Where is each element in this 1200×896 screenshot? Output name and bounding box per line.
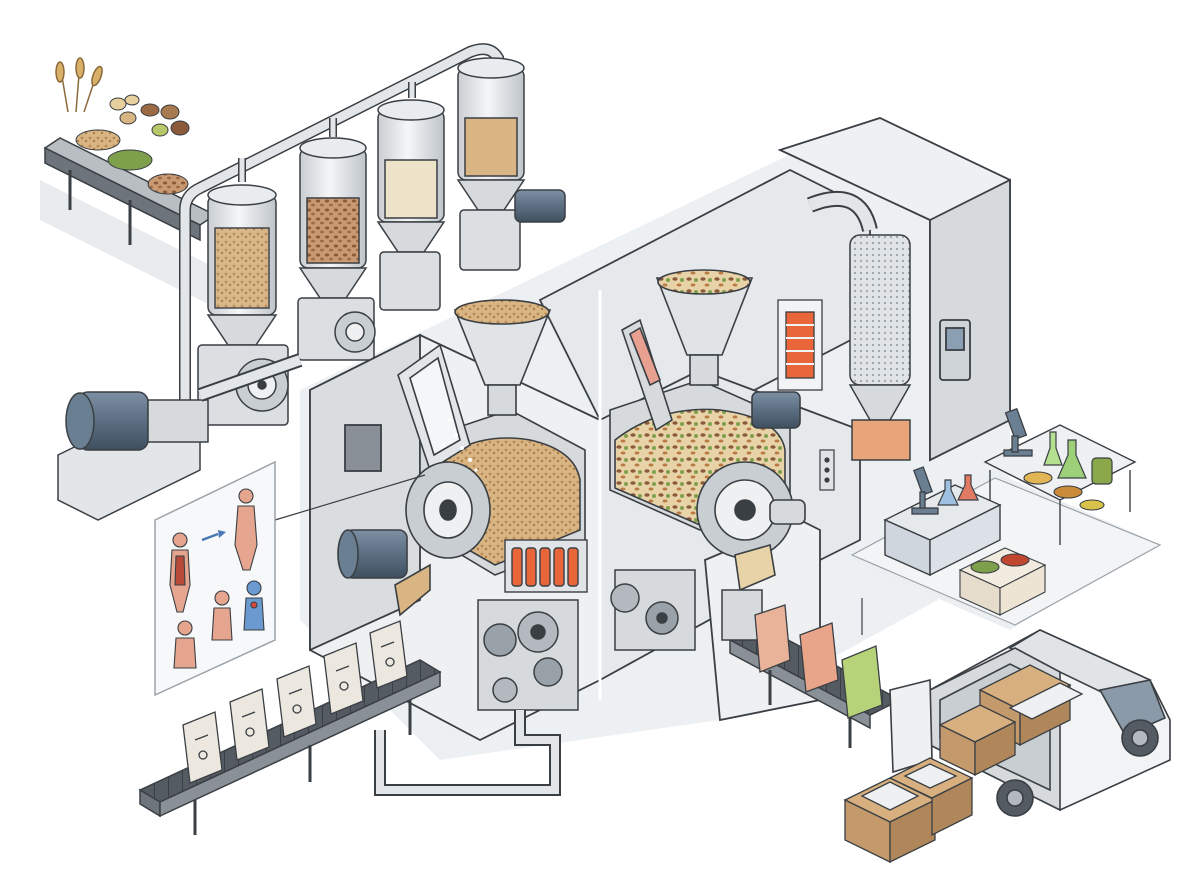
- crate-icon: [888, 757, 974, 837]
- storage-silo-4: [456, 57, 526, 271]
- crate-icon: [938, 704, 1017, 777]
- human-figure-icon: [173, 620, 197, 669]
- human-figure-icon: [234, 488, 258, 571]
- quality-lab: [850, 407, 1162, 635]
- storage-silo-2: [297, 137, 376, 361]
- product-bags-left: [182, 620, 408, 784]
- main-drive-motor: [57, 353, 303, 521]
- right-extruder-drum: [696, 391, 806, 592]
- product-bag: [754, 604, 791, 673]
- grain-pile: [75, 129, 121, 151]
- product-bag: [369, 620, 408, 689]
- product-bag: [799, 622, 839, 693]
- microscope-icon: [911, 466, 939, 515]
- storage-silo-3: [376, 99, 446, 311]
- sample-dishes: [958, 471, 1105, 616]
- crate-icon: [843, 777, 937, 864]
- wheat-icon: [55, 57, 103, 113]
- return-pipe: [374, 710, 561, 796]
- flour-stream: [442, 418, 478, 472]
- nuts-icon: [109, 94, 190, 137]
- product-bag: [182, 711, 223, 784]
- cyclone-filter: [807, 190, 912, 461]
- human-figure-icon: [169, 532, 191, 613]
- product-bag: [841, 645, 883, 719]
- product-bag: [276, 665, 317, 738]
- health-info-panel: [154, 460, 426, 697]
- product-bags-right: [754, 604, 883, 719]
- left-extruder-drum: [337, 461, 491, 617]
- motor-icon: [514, 189, 566, 223]
- ingredient-conveyor: [43, 129, 217, 272]
- flask-icon: [937, 431, 1113, 506]
- pea-pile: [107, 149, 153, 171]
- bean-pile: [147, 173, 189, 195]
- lower-gearbox: [477, 599, 579, 711]
- right-gearbox: [610, 569, 696, 651]
- control-panel: [819, 449, 835, 491]
- heat-panel: [777, 299, 823, 391]
- human-figure-icon: [211, 590, 233, 641]
- overhead-pipes: [179, 43, 504, 470]
- microscope-icon: [1003, 407, 1033, 457]
- heater-coil-icon: [504, 539, 588, 593]
- human-figure-icon: [243, 580, 265, 631]
- product-bag: [323, 642, 364, 715]
- arrow-icon: [201, 530, 226, 542]
- product-bag: [229, 688, 270, 761]
